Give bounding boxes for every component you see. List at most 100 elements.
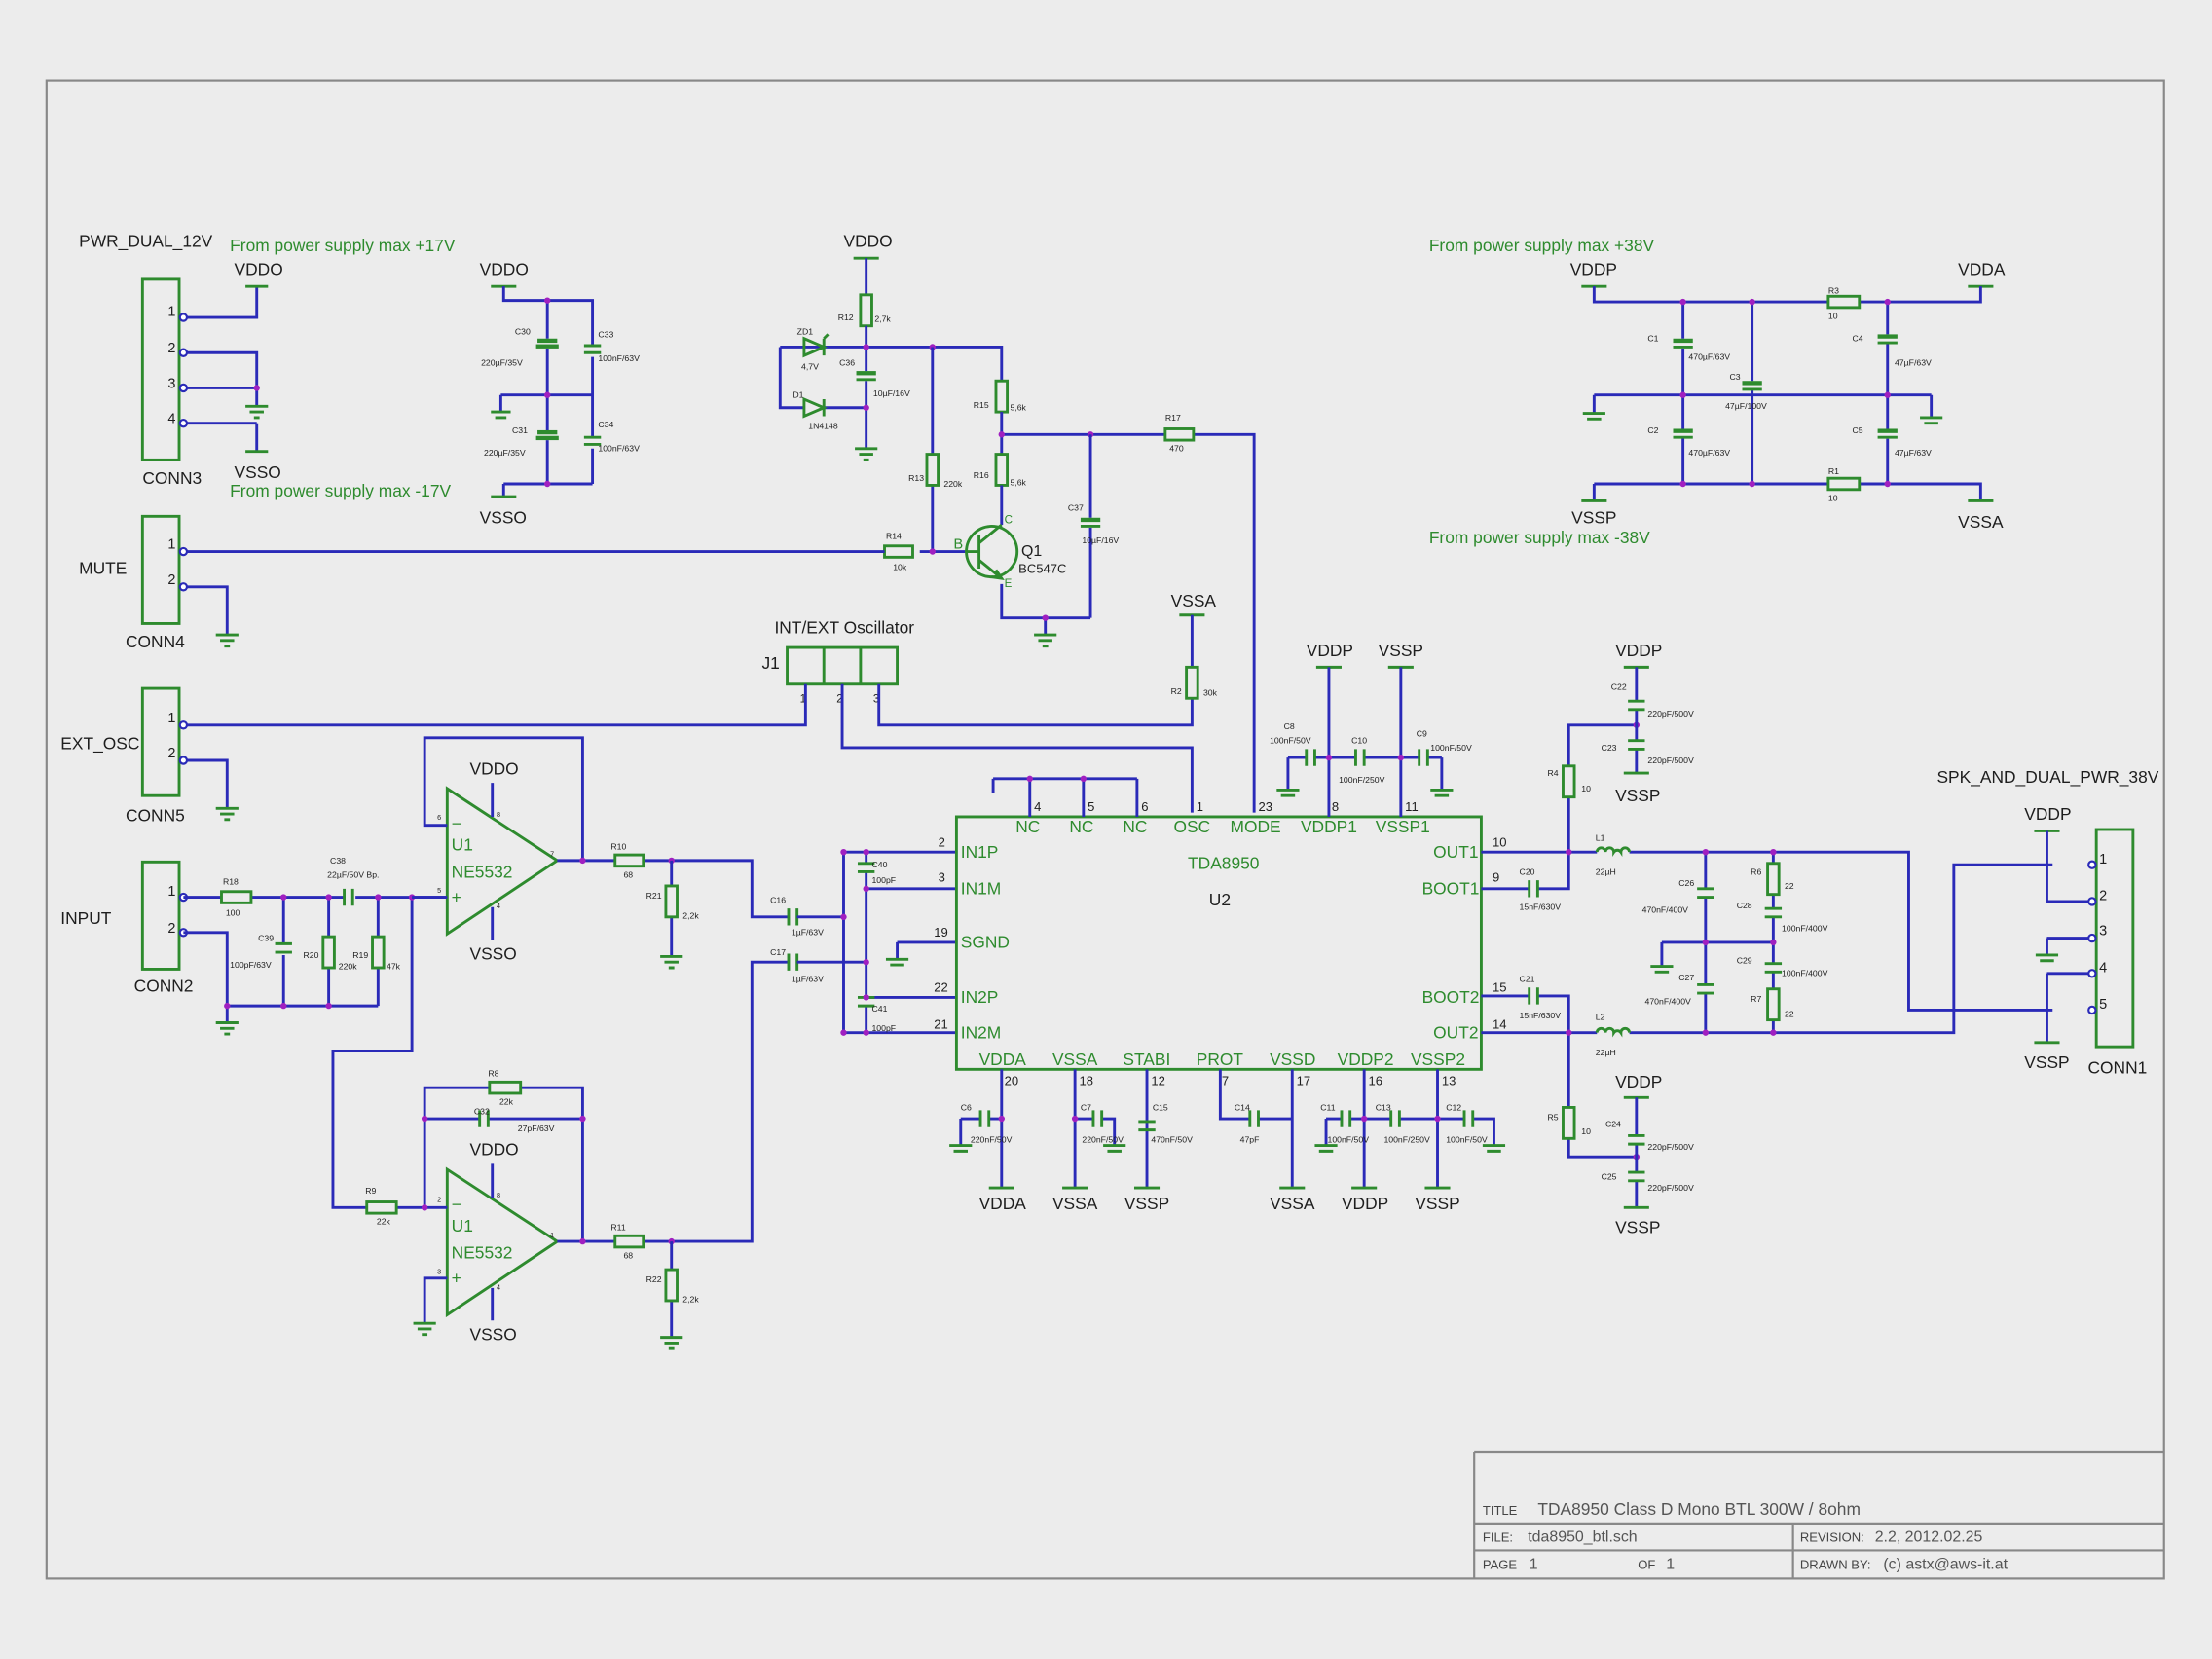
c30-val: 220µF/35V: [481, 357, 523, 367]
u2-num-16: 16: [1369, 1073, 1383, 1088]
u2-num-21: 21: [934, 1016, 947, 1031]
conn5-pin2: 2: [167, 746, 175, 761]
c25-val: 220pF/500V: [1647, 1183, 1694, 1193]
psu-vddp: VDDP: [1570, 260, 1617, 279]
r11-ref: R11: [610, 1223, 625, 1233]
tb-title: TDA8950 Class D Mono BTL 300W / 8ohm: [1537, 1499, 1861, 1519]
c15-val: 470nF/50V: [1151, 1135, 1193, 1145]
r20-ref: R20: [304, 950, 319, 960]
tb-revision: 2.2, 2012.02.25: [1875, 1530, 1983, 1546]
c29-val: 100nF/400V: [1782, 969, 1828, 978]
u2-num-8: 8: [1332, 799, 1339, 814]
bot-vssa: VSSA: [1052, 1194, 1098, 1213]
c7-val: 220nF/50V: [1082, 1135, 1124, 1145]
r4-ref: R4: [1548, 768, 1559, 778]
c13-val: 100nF/250V: [1383, 1135, 1430, 1145]
c38-val: 22µF/50V Bp.: [327, 869, 379, 879]
u2-pin-in1p: IN1P: [961, 842, 999, 862]
c16-ref: C16: [770, 895, 786, 904]
conn2-ref: CONN2: [134, 977, 194, 996]
c24-val: 220pF/500V: [1647, 1142, 1694, 1152]
r18-val: 100: [226, 907, 240, 917]
c2-val: 470µF/63V: [1688, 448, 1730, 458]
c5-ref: C5: [1853, 425, 1863, 435]
tb-drawn: (c) astx@aws-it.at: [1883, 1556, 2008, 1572]
conn1: SPK_AND_DUAL_PWR_38V 1 2 3 4 5 CONN1 VDD…: [1936, 767, 2158, 1077]
c14-val: 47pF: [1240, 1135, 1260, 1145]
c27-ref: C27: [1678, 973, 1694, 982]
r10-val: 68: [623, 869, 633, 879]
bottom-decoupling: C6 220nF/50V C7 220nF/50V C15 470nF/50V …: [949, 1069, 1506, 1213]
conn1-title: SPK_AND_DUAL_PWR_38V: [1936, 767, 2158, 787]
u2-pin-in2p: IN2P: [961, 987, 999, 1007]
opamp-top: U1 NE5532 − + VDDO VSSO 6 8 5 4 7 R10 68…: [412, 736, 789, 970]
c40-ref: C40: [871, 860, 887, 869]
r3-val: 10: [1828, 311, 1838, 320]
conn1-ref: CONN1: [2087, 1058, 2147, 1078]
u2-num-2: 2: [939, 834, 945, 849]
r19-val: 47k: [387, 961, 401, 971]
sheet-border: [45, 79, 2165, 1580]
r2-ref: R2: [1171, 686, 1182, 696]
u2-pin-vdda: VDDA: [979, 1050, 1027, 1069]
u2-num-14: 14: [1493, 1016, 1507, 1031]
conn4-pin1: 1: [167, 537, 175, 553]
top-vddp: VDDP: [1307, 641, 1353, 660]
bot-vddp: VDDP: [1342, 1194, 1388, 1213]
supply-38v: VDDP VDDA R3 10 R1 10 C1 470µF/63V C2 47…: [1570, 260, 2006, 532]
q1-base: B: [954, 537, 964, 553]
r19-ref: R19: [352, 950, 368, 960]
r15-ref: R15: [974, 400, 989, 410]
c4-ref: C4: [1853, 334, 1863, 344]
bot-vdda: VDDA: [979, 1194, 1027, 1213]
u1b-part: NE5532: [452, 1242, 513, 1262]
u2-pin-osc: OSC: [1174, 817, 1211, 836]
c26-ref: C26: [1678, 878, 1694, 888]
vddo-decoupling: VDDO C30 220µF/35V C33 100nF/63V C31 220…: [480, 260, 640, 528]
r6-val: 22: [1785, 881, 1794, 891]
tb-revision-label: REVISION:: [1800, 1530, 1864, 1545]
conn3-pin3: 3: [167, 376, 175, 391]
tb-of-label: OF: [1638, 1557, 1655, 1571]
c33-val: 100nF/63V: [598, 353, 640, 363]
conn4-ref: CONN4: [126, 632, 185, 651]
l2-inductor: [1595, 1026, 1632, 1038]
snub-bot-vssp: VSSP: [1615, 1217, 1660, 1236]
u2-pin-vddp2: VDDP2: [1338, 1050, 1394, 1069]
mute-circuit: VDDO R12 2,7k ZD1 4,7V D1 1N4148 C36 10µ…: [778, 232, 1256, 813]
r15-val: 5,6k: [1010, 403, 1026, 413]
c31-ref: C31: [512, 425, 528, 435]
u2-num-20: 20: [1005, 1073, 1019, 1088]
c25-ref: C25: [1602, 1171, 1617, 1181]
u2-num-15: 15: [1493, 980, 1507, 995]
u2-num-19: 19: [934, 925, 947, 940]
dec-vddo-label: VDDO: [480, 260, 529, 279]
bot-vssp1: VSSP: [1124, 1194, 1169, 1213]
c13-ref: C13: [1376, 1102, 1391, 1112]
c38-ref: C38: [330, 856, 346, 866]
c9-val: 100nF/50V: [1430, 743, 1472, 753]
conn3-pin2: 2: [167, 341, 175, 356]
r2-vssa: VSSA: [1171, 591, 1217, 610]
u1a-vsso: VSSO: [470, 943, 517, 963]
l1-ref: L1: [1596, 833, 1605, 843]
r1-ref: R1: [1828, 466, 1839, 476]
conn3-pin4: 4: [167, 412, 175, 427]
note-plus17: From power supply max +17V: [230, 236, 456, 255]
r1-val: 10: [1828, 493, 1838, 502]
u1b-pin3: 3: [437, 1267, 441, 1275]
u2-pin-nc1: NC: [1015, 817, 1040, 836]
c41-val: 100pF: [871, 1023, 896, 1033]
c8-val: 100nF/50V: [1270, 736, 1311, 746]
c40-val: 100pF: [871, 875, 896, 885]
c33-ref: C33: [598, 329, 613, 339]
tb-page-label: PAGE: [1483, 1557, 1518, 1571]
tb-file-label: FILE:: [1483, 1530, 1513, 1545]
c2-ref: C2: [1647, 425, 1658, 435]
u2-pin-vssd: VSSD: [1270, 1050, 1315, 1069]
conn5: EXT_OSC 1 2 CONN5: [60, 686, 239, 825]
c10-val: 100nF/250V: [1339, 775, 1385, 785]
c17-val: 1µF/63V: [792, 974, 824, 983]
note-minus17: From power supply max -17V: [230, 481, 451, 500]
